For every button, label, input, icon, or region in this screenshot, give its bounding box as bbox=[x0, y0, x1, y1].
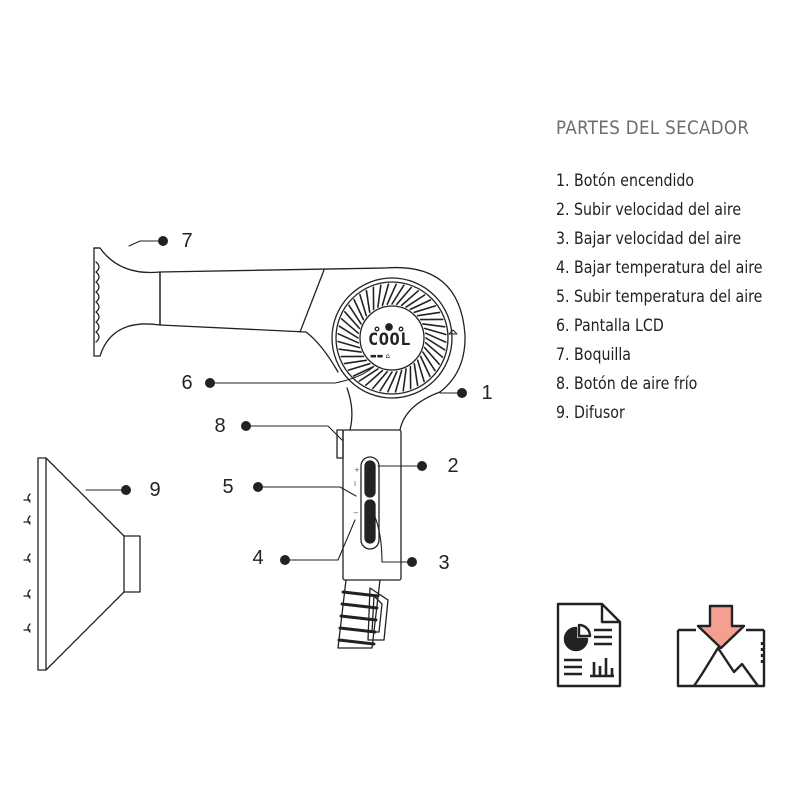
legend-item: 2. Subir velocidad del aire bbox=[556, 200, 742, 219]
grille-spoke bbox=[405, 294, 426, 308]
grille-spoke bbox=[419, 355, 431, 378]
legend-item: 3. Bajar velocidad del aire bbox=[556, 229, 742, 248]
image-download-icon[interactable] bbox=[676, 602, 766, 688]
grille-spoke bbox=[365, 369, 384, 386]
grille-spoke bbox=[372, 370, 388, 390]
grille-spoke bbox=[423, 327, 447, 336]
grille-spoke bbox=[423, 346, 440, 365]
dryer-body-drawing bbox=[159, 266, 466, 393]
callout-1: 1 bbox=[481, 382, 493, 404]
grille-spoke bbox=[402, 368, 407, 392]
grille-spoke bbox=[396, 286, 412, 306]
grille-spoke bbox=[422, 351, 436, 372]
svg-text:−: − bbox=[353, 509, 359, 517]
legend-item: 8. Botón de aire frío bbox=[556, 374, 698, 393]
leader-lines bbox=[85, 240, 463, 563]
callout-3: 3 bbox=[438, 552, 450, 574]
legend-item: 4. Bajar temperatura del aire bbox=[556, 258, 763, 277]
grille-spoke bbox=[422, 323, 446, 328]
grille-spoke bbox=[413, 305, 437, 314]
handle-drawing: + I − bbox=[336, 387, 441, 649]
grille-spoke bbox=[338, 325, 359, 339]
grille-spoke bbox=[359, 293, 368, 317]
grille-spoke bbox=[425, 337, 446, 351]
callout-5: 5 bbox=[222, 476, 234, 498]
grille-spoke bbox=[409, 299, 432, 311]
grille-spoke bbox=[424, 342, 444, 358]
legend-item: 1. Botón encendido bbox=[556, 171, 695, 190]
legend-item: 7. Boquilla bbox=[556, 345, 631, 364]
callout-8: 8 bbox=[214, 415, 226, 437]
grille-spoke bbox=[386, 283, 397, 306]
legend-item: 6. Pantalla LCD bbox=[556, 316, 664, 335]
grille-spoke bbox=[365, 289, 371, 314]
leader-dots bbox=[121, 236, 467, 567]
callout-7: 7 bbox=[181, 230, 193, 252]
grille-spoke bbox=[358, 368, 379, 382]
grille-spoke bbox=[344, 311, 361, 330]
grille-spoke bbox=[416, 311, 441, 317]
grille-spoke bbox=[337, 340, 361, 349]
grille-spoke bbox=[387, 370, 398, 393]
svg-text:+: + bbox=[354, 466, 360, 474]
grille-spoke bbox=[381, 283, 390, 307]
grille-spoke bbox=[377, 284, 382, 308]
lcd-display-text: COOL bbox=[368, 330, 411, 350]
grille-spoke bbox=[337, 333, 360, 344]
diffuser-drawing bbox=[23, 457, 141, 671]
callout-2: 2 bbox=[447, 455, 459, 477]
callout-4: 4 bbox=[252, 547, 264, 569]
grille-spoke bbox=[338, 348, 362, 353]
grille-spoke bbox=[352, 365, 375, 377]
grille-spoke bbox=[340, 318, 360, 334]
svg-text:I: I bbox=[354, 480, 356, 488]
callout-6: 6 bbox=[181, 372, 193, 394]
legend-item: 9. Difusor bbox=[556, 403, 625, 422]
legend-item: 5. Subir temperatura del aire bbox=[556, 287, 763, 306]
grille-spoke bbox=[394, 369, 403, 393]
legend-title: PARTES DEL SECADOR bbox=[556, 118, 750, 139]
parts-legend: 1. Botón encendido 2. Subir velocidad de… bbox=[556, 170, 796, 431]
callout-9: 9 bbox=[149, 479, 161, 501]
grille-spoke bbox=[379, 371, 393, 392]
grille-spoke bbox=[348, 304, 362, 325]
document-chart-icon[interactable] bbox=[556, 602, 622, 688]
grille-spoke bbox=[400, 290, 419, 307]
grille-spoke bbox=[413, 362, 419, 387]
nozzle-drawing bbox=[93, 247, 161, 357]
grille-spoke bbox=[353, 298, 365, 321]
grille-spoke bbox=[391, 284, 405, 305]
fan-grille-drawing bbox=[331, 277, 458, 399]
grille-spoke bbox=[347, 362, 371, 371]
svg-text:▬▬ ⌂: ▬▬ ⌂ bbox=[370, 352, 390, 360]
grille-spoke bbox=[424, 332, 447, 343]
grille-spoke bbox=[343, 359, 368, 365]
grille-spoke bbox=[416, 359, 425, 383]
